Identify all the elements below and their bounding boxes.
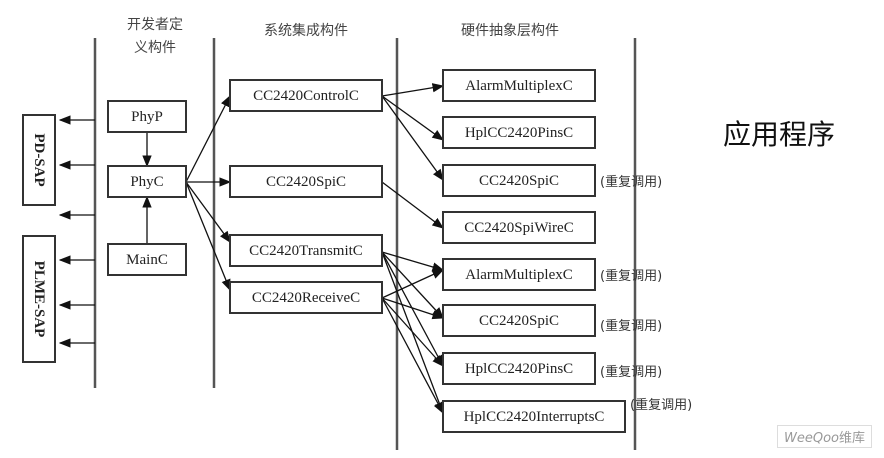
repeat-call-note: (重复调用) — [630, 397, 692, 413]
column-title-developer-line1: 开发者定 — [127, 17, 183, 33]
component-label: AlarmMultiplexC — [465, 78, 573, 94]
edges — [142, 83, 445, 415]
component-label: AlarmMultiplexC — [465, 267, 573, 283]
edge-CC2420TransmitC-to-hw5 — [381, 251, 444, 319]
component-label: HplCC2420InterruptsC — [464, 409, 605, 425]
application-label: 应用程序 — [723, 118, 835, 151]
edge-CC2420TransmitC-to-hw6 — [381, 251, 444, 368]
component-phyc: PhyC — [107, 165, 187, 198]
edge-PhyC-to-CC2420ReceiveC — [185, 181, 231, 292]
component-label: HplCC2420PinsC — [465, 361, 573, 377]
edge-CC2420ReceiveC-to-hw4 — [381, 269, 445, 299]
component-label: MainC — [126, 252, 168, 268]
component-label: CC2420TransmitC — [249, 243, 363, 259]
sap-box-plme: PLME-SAP — [22, 235, 56, 363]
component-label: HplCC2420PinsC — [465, 125, 573, 141]
sap-box-pd: PD-SAP — [22, 114, 56, 206]
component-mainc: MainC — [107, 243, 187, 276]
repeat-call-note: (重复调用) — [600, 318, 662, 334]
component-cc2420spic: CC2420SpiC — [442, 164, 596, 197]
component-phyp: PhyP — [107, 100, 187, 133]
watermark-cn: 维库 — [838, 431, 865, 446]
edge-CC2420ReceiveC-to-hw7 — [381, 297, 444, 415]
edge-CC2420ControlC-to-hw2 — [381, 95, 444, 181]
sap-label-pd: PD-SAP — [31, 133, 47, 186]
component-label: CC2420SpiC — [479, 313, 559, 329]
repeat-call-note: (重复调用) — [600, 174, 662, 190]
component-cc2420spic-repeat: CC2420SpiC — [442, 304, 596, 337]
column-title-developer-line2: 义构件 — [134, 40, 176, 56]
component-alarmmultiplexc: AlarmMultiplexC — [442, 69, 596, 102]
edge-CC2420TransmitC-to-hw4 — [381, 251, 445, 272]
component-hplcc2420pinsc-repeat: HplCC2420PinsC — [442, 352, 596, 385]
component-cc2420spic-system: CC2420SpiC — [229, 165, 383, 198]
sap-label-plme: PLME-SAP — [31, 261, 47, 338]
edge-PhyC-to-CC2420TransmitC — [185, 181, 231, 243]
edge-CC2420ControlC-to-hw0 — [381, 83, 445, 97]
column-title-hardware: 硬件抽象层构件 — [461, 23, 559, 39]
component-alarmmultiplexc-repeat: AlarmMultiplexC — [442, 258, 596, 291]
edge-CC2420SpiC_sys-to-hw3 — [381, 181, 444, 229]
component-label: CC2420SpiC — [479, 173, 559, 189]
watermark-latin: WeeQoo — [783, 431, 839, 446]
repeat-call-note: (重复调用) — [600, 268, 662, 284]
component-cc2420transmitc: CC2420TransmitC — [229, 234, 383, 267]
component-cc2420spiwirec: CC2420SpiWireC — [442, 211, 596, 244]
component-label: PhyC — [130, 174, 163, 190]
edge-CC2420ControlC-to-hw1 — [381, 95, 444, 141]
component-cc2420receivec: CC2420ReceiveC — [229, 281, 383, 314]
component-hplcc2420pinsc: HplCC2420PinsC — [442, 116, 596, 149]
repeat-call-note: (重复调用) — [600, 364, 662, 380]
component-label: CC2420SpiC — [266, 174, 346, 190]
component-label: CC2420ControlC — [253, 88, 359, 104]
sap-arrows — [58, 115, 95, 348]
component-cc2420controlc: CC2420ControlC — [229, 79, 383, 112]
component-hplcc2420interruptsc: HplCC2420InterruptsC — [442, 400, 626, 433]
edge-CC2420ReceiveC-to-hw5 — [381, 297, 445, 320]
component-label: CC2420SpiWireC — [464, 220, 573, 236]
column-title-system: 系统集成构件 — [264, 22, 348, 39]
component-label: PhyP — [131, 109, 163, 125]
edge-CC2420ReceiveC-to-hw6 — [381, 297, 444, 367]
edge-PhyC-to-CC2420ControlC — [185, 94, 231, 183]
component-label: CC2420ReceiveC — [252, 290, 360, 306]
watermark: WeeQoo维库 — [776, 425, 872, 448]
